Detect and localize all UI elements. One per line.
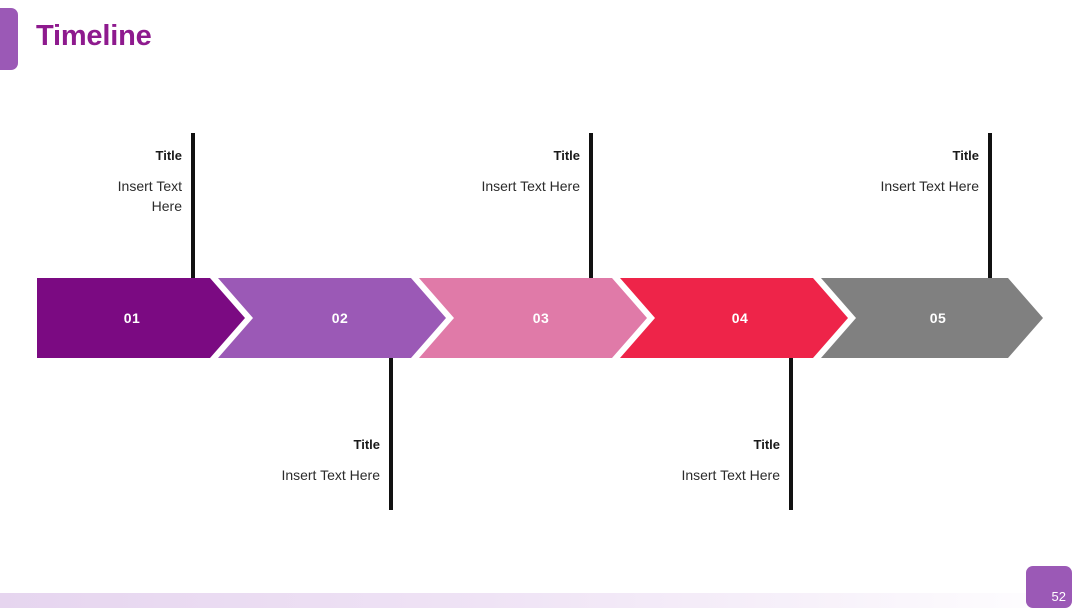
label-title-step-4: Title bbox=[753, 437, 781, 452]
label-title-step-2: Title bbox=[353, 437, 381, 452]
chevron-2[interactable]: 02 bbox=[245, 278, 435, 358]
chevron-number-5: 05 bbox=[929, 310, 947, 326]
connector-line-step-2 bbox=[389, 358, 393, 510]
chevron-number-4: 04 bbox=[731, 310, 749, 326]
page-number-badge: 52 bbox=[1026, 566, 1072, 608]
chevron-shape-3[interactable] bbox=[419, 278, 647, 358]
label-body-step-2: Insert Text Here bbox=[281, 466, 380, 483]
label-block-step-4: Title Insert Text Here bbox=[580, 437, 780, 486]
label-body-step-5: Insert Text Here bbox=[880, 177, 979, 194]
chevron-1[interactable]: 01 bbox=[37, 278, 227, 358]
connector-line-step-4 bbox=[789, 358, 793, 510]
chevron-shape-1[interactable] bbox=[37, 278, 245, 358]
label-title-step-1: Title bbox=[155, 148, 183, 163]
label-body-step-1: Insert Text Here bbox=[117, 177, 182, 214]
chevron-4[interactable]: 04 bbox=[645, 278, 835, 358]
label-block-step-1: Title Insert Text Here bbox=[30, 148, 182, 217]
label-block-step-5: Title Insert Text Here bbox=[779, 148, 979, 197]
title-accent-bar bbox=[0, 8, 18, 70]
chevron-shape-4[interactable] bbox=[620, 278, 848, 358]
timeline-chevrons bbox=[37, 278, 1043, 358]
chevron-number-3: 03 bbox=[532, 310, 550, 326]
chevron-number-2: 02 bbox=[331, 310, 349, 326]
chevron-shape-2[interactable] bbox=[218, 278, 446, 358]
connector-line-step-3 bbox=[589, 133, 593, 279]
label-title-step-5: Title bbox=[952, 148, 980, 163]
footer-bar bbox=[0, 593, 1080, 608]
page-title: Timeline bbox=[36, 20, 152, 52]
timeline-band: 01 02 03 04 05 bbox=[0, 278, 1080, 358]
label-body-step-3: Insert Text Here bbox=[481, 177, 580, 194]
label-body-step-4: Insert Text Here bbox=[681, 466, 780, 483]
label-title-step-3: Title bbox=[553, 148, 581, 163]
label-block-step-2: Title Insert Text Here bbox=[180, 437, 380, 486]
label-block-step-3: Title Insert Text Here bbox=[380, 148, 580, 197]
connector-line-step-5 bbox=[988, 133, 992, 279]
chevron-shape-5[interactable] bbox=[821, 278, 1043, 358]
connector-line-step-1 bbox=[191, 133, 195, 279]
chevron-number-1: 01 bbox=[123, 310, 141, 326]
chevron-3[interactable]: 03 bbox=[446, 278, 636, 358]
chevron-5[interactable]: 05 bbox=[843, 278, 1033, 358]
